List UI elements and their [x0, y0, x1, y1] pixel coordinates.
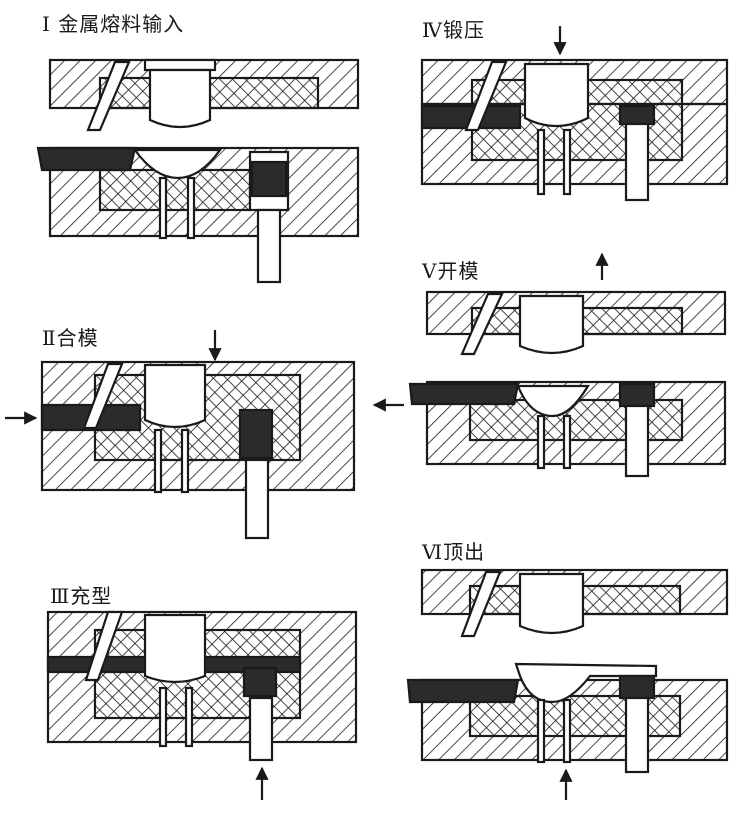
ejector-pins — [158, 176, 196, 240]
molten-metal — [408, 382, 520, 406]
sprue-rod — [460, 292, 504, 356]
forged-part — [516, 384, 590, 418]
stage-3-diagram — [46, 610, 358, 800]
stage-5-title: Ⅴ开模 — [422, 259, 480, 283]
ejector-pins — [536, 698, 572, 764]
ejector-pins — [536, 128, 572, 196]
injection-plunger — [248, 696, 274, 762]
injection-plunger — [624, 122, 650, 202]
stage-2-title: Ⅱ合模 — [42, 326, 99, 350]
punch — [518, 294, 585, 355]
injection-plunger — [256, 208, 282, 284]
stage-2-diagram — [5, 330, 356, 540]
punch — [143, 363, 207, 429]
molten-metal — [406, 678, 520, 704]
injection-plunger — [244, 458, 270, 540]
shot-block — [618, 674, 656, 700]
punch — [518, 572, 585, 635]
shot-block — [618, 104, 656, 126]
sprue-rod — [82, 362, 124, 430]
shot-block — [618, 382, 656, 408]
stage-6-title: Ⅵ顶出 — [422, 540, 486, 564]
stage-5-diagram — [372, 252, 727, 478]
punch — [523, 62, 590, 128]
punch — [148, 68, 212, 129]
stage-1-diagram — [36, 58, 360, 284]
stage-1-title: Ⅰ 金属熔料输入 — [42, 12, 185, 36]
injection-plunger — [624, 696, 650, 774]
shot-block — [238, 408, 274, 460]
shot-block — [242, 666, 278, 698]
sprue-rod — [84, 610, 124, 682]
ejector-pins — [536, 414, 572, 470]
stage-4-diagram — [420, 26, 729, 202]
shot-block — [250, 160, 288, 198]
sprue-rod — [86, 60, 131, 132]
ejector-pins — [153, 428, 190, 494]
stage-4-title: Ⅳ锻压 — [422, 18, 485, 42]
die-cavity — [132, 148, 223, 180]
molten-metal — [36, 146, 137, 172]
punch — [143, 613, 207, 684]
ejector-pins — [158, 686, 194, 748]
ejected-part — [514, 662, 658, 704]
sprue-rod — [464, 60, 508, 132]
sprue-rod — [460, 570, 502, 638]
stage-6-diagram — [406, 568, 729, 800]
stage-3-title: Ⅲ充型 — [50, 584, 113, 608]
injection-plunger — [624, 404, 650, 478]
